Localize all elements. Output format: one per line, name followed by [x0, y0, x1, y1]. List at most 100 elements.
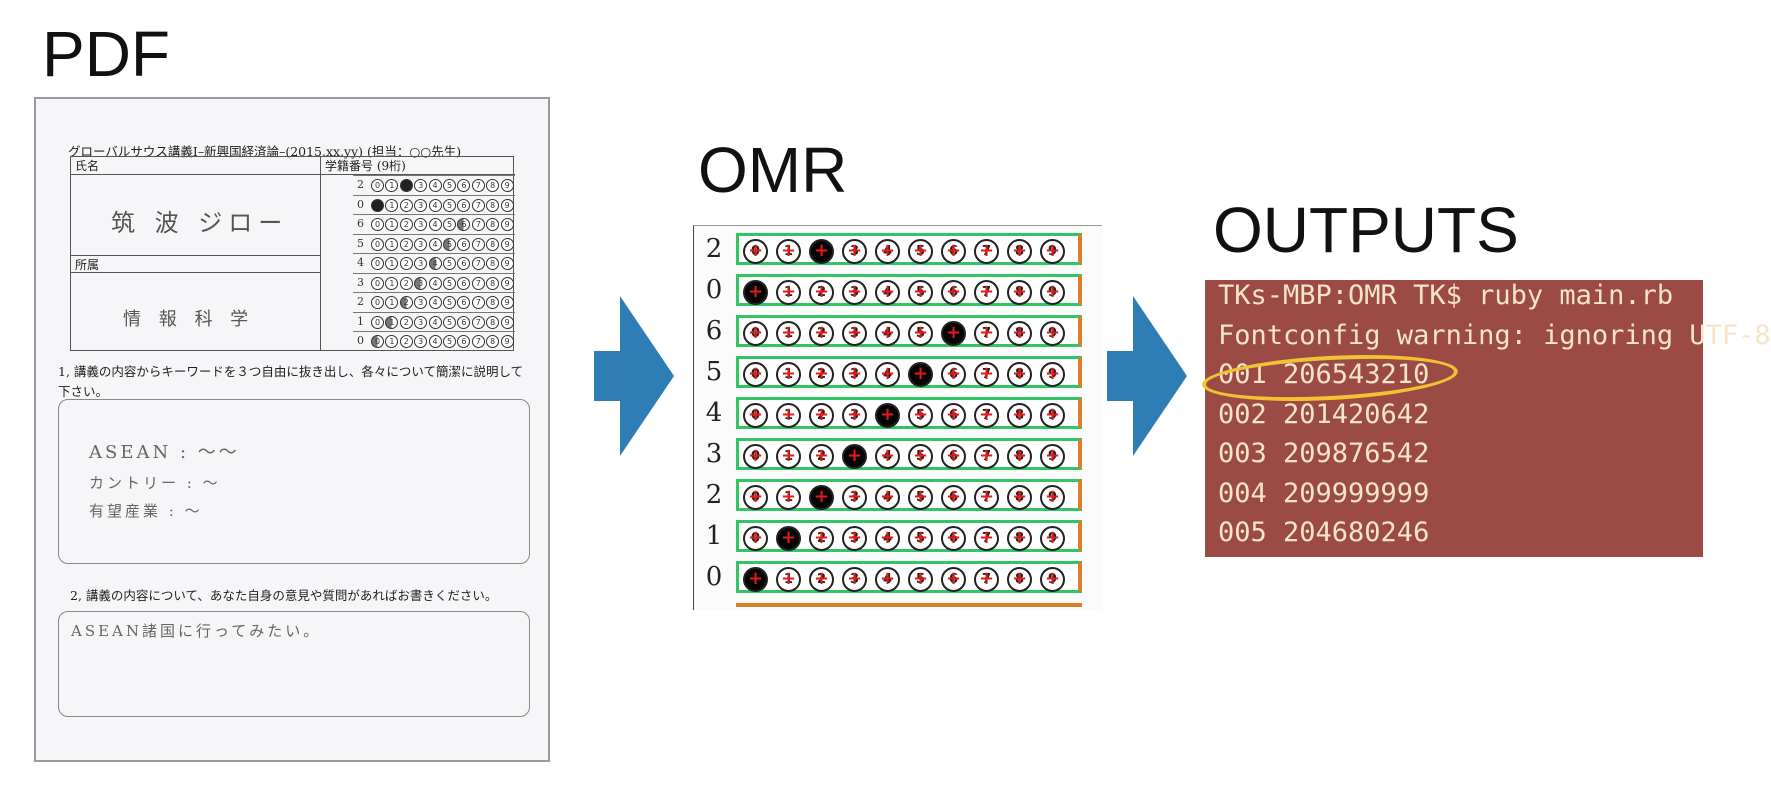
omr-bubble: 5 [908, 321, 933, 346]
omr-bubble: 3 [842, 485, 867, 510]
omr-bubble: 5 [908, 239, 933, 264]
omr-detection-grid: 2012345678900123456789601234567895012345… [693, 225, 1102, 610]
sheet-bubble: 2 [399, 179, 413, 192]
omr-bubble: 9 [1040, 403, 1065, 428]
answer-2-box: ASEAN諸国に行ってみたい。 [58, 611, 530, 717]
omr-bubble: 4 [875, 280, 900, 305]
omr-bubble: 1 [776, 403, 801, 428]
sheet-bubble: 1 [385, 198, 399, 212]
sheet-bubble: 3 [414, 257, 428, 270]
sheet-bubble: 9 [500, 218, 514, 231]
omr-bubble: 7 [974, 526, 999, 551]
sheet-bubble: 8 [486, 218, 500, 231]
omr-bubble: 0 [743, 280, 768, 305]
sheet-bubble: 5 [443, 237, 456, 251]
omr-bubble: 4 [875, 321, 900, 346]
omr-bubble: 0 [743, 239, 768, 264]
terminal-line-highlighted: 001 206543210 [1218, 359, 1430, 390]
sheet-bubble: 4 [428, 218, 442, 231]
omr-bubble: 9 [1040, 321, 1065, 346]
sheet-bubble: 9 [500, 237, 514, 251]
sheet-bubble: 3 [414, 335, 428, 348]
omr-bubble: 5 [908, 280, 933, 305]
omr-bubble: 8 [1007, 362, 1032, 387]
omr-bubble: 8 [1007, 403, 1032, 428]
sheet-bubble: 3 [414, 179, 428, 192]
omr-bubble: 6 [941, 526, 966, 551]
arrow-right-icon [1107, 296, 1187, 456]
omr-bubble: 4 [875, 444, 900, 469]
omr-bubble: 4 [875, 567, 900, 592]
sheet-row-digit: 1 [357, 314, 364, 328]
omr-bubble: 4 [875, 526, 900, 551]
omr-bubble: 9 [1040, 362, 1065, 387]
answer-1-box: ASEAN : 〜〜 カントリー : 〜 有望産業 : 〜 [58, 399, 530, 564]
sheet-bubble: 0 [371, 198, 384, 212]
sheet-bubble: 0 [371, 179, 384, 192]
sheet-bubble: 1 [385, 296, 399, 309]
omr-bubble: 6 [941, 485, 966, 510]
terminal-line: TKs-MBP:OMR TK$ ruby main.rb [1218, 280, 1674, 311]
omr-bubble: 4 [875, 485, 900, 510]
answer-1-line: カントリー : 〜 [89, 474, 221, 492]
omr-bubble: 9 [1040, 444, 1065, 469]
omr-bubble: 8 [1007, 526, 1032, 551]
terminal-line: 003 209876542 [1218, 438, 1430, 469]
sheet-bubble: 4 [428, 198, 442, 212]
sheet-bubble: 1 [385, 315, 399, 329]
arrow-right-icon [594, 296, 674, 456]
sheet-bubble: 3 [414, 276, 428, 290]
omr-bubble: 7 [974, 362, 999, 387]
omr-bubble: 8 [1007, 485, 1032, 510]
omr-bubble: 1 [776, 567, 801, 592]
sheet-bubble: 2 [399, 296, 413, 309]
omr-bubble: 8 [1007, 280, 1032, 305]
omr-bubble: 1 [776, 321, 801, 346]
omr-bubble: 5 [908, 567, 933, 592]
sheet-bubble: 5 [443, 296, 456, 309]
sheet-bubble: 3 [414, 315, 428, 329]
omr-bubble: 7 [974, 485, 999, 510]
omr-bubble: 7 [974, 280, 999, 305]
omr-bubble: 7 [974, 321, 999, 346]
sheet-bubble: 7 [471, 179, 485, 192]
sheet-bubble: 0 [371, 315, 384, 329]
omr-row-digit: 2 [705, 234, 723, 264]
sheet-bubble: 4 [428, 237, 442, 251]
sheet-bubble: 0 [371, 335, 384, 348]
question-1-text: 1, 講義の内容からキーワードを３つ自由に抜き出し、各々について簡潔に説明して下… [58, 364, 524, 399]
handwritten-affiliation: 情 報 科 学 [123, 309, 255, 330]
omr-bubble: 3 [842, 239, 867, 264]
terminal-line: 005 204680246 [1218, 517, 1430, 548]
sheet-bubble: 4 [428, 315, 442, 329]
omr-bubble: 8 [1007, 567, 1032, 592]
omr-bubble: 0 [743, 403, 768, 428]
sheet-row-digit: 0 [357, 334, 364, 347]
omr-bubble: 6 [941, 362, 966, 387]
pdf-answer-sheet: グローバルサウス講義Ⅰ–新興国経済論–(2015.xx.yy) (担当：○○先生… [34, 97, 550, 762]
sheet-bubble: 5 [443, 257, 456, 270]
sheet-bubble: 1 [385, 335, 399, 348]
sheet-bubble: 5 [443, 179, 456, 192]
sheet-bubble: 6 [457, 198, 471, 212]
sheet-bubble: 2 [399, 237, 413, 251]
sheet-bubble: 6 [457, 179, 471, 192]
outputs-stage-title: OUTPUTS [1213, 194, 1519, 266]
sheet-bubble: 5 [443, 276, 456, 290]
name-label: 氏名 [71, 157, 321, 175]
omr-bubble: 3 [842, 403, 867, 428]
omr-bubble: 9 [1040, 526, 1065, 551]
omr-row-digit: 1 [705, 521, 723, 551]
